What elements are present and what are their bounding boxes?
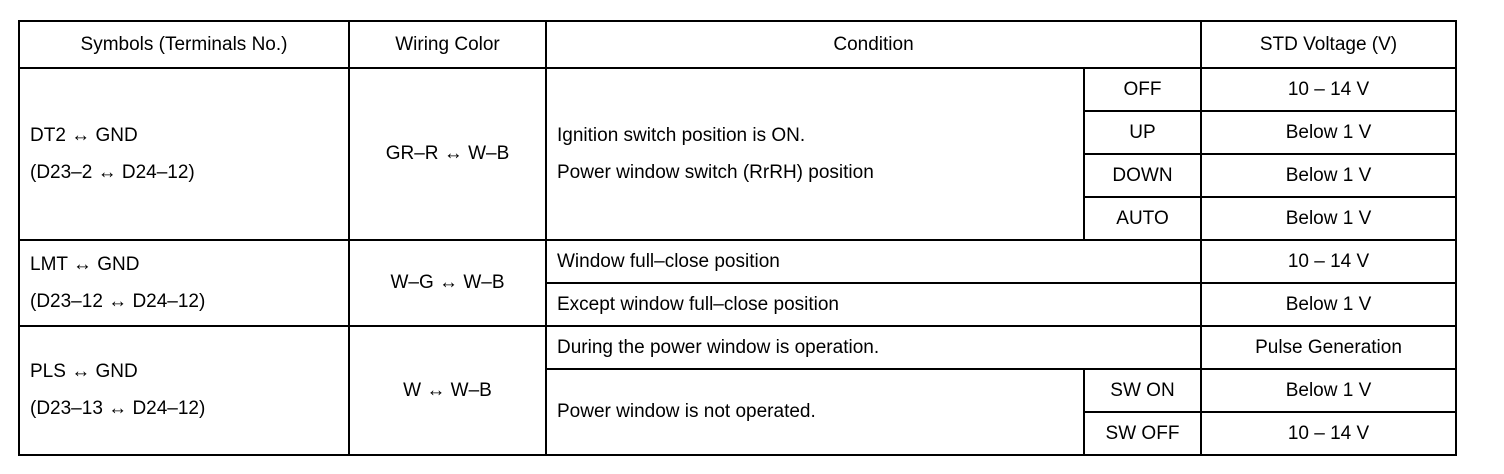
table-row: AUTO Below 1 V — [19, 196, 1457, 241]
voltage-sw-off: 10 – 14 V — [1200, 411, 1457, 456]
sub-condition-up: UP — [1083, 110, 1202, 155]
condition-during-operation: During the power window is operation. — [545, 325, 1202, 370]
table-row: Power window is not operated. SW ON Belo… — [19, 368, 1457, 456]
symbols-cell-lmt: LMT ↔ GND (D23–12 ↔ D24–12) — [18, 239, 350, 327]
sub-condition-down: DOWN — [1083, 153, 1202, 198]
symbol-terminal-pair: PLS ↔ GND — [30, 361, 138, 383]
header-symbols: Symbols (Terminals No.) — [18, 20, 350, 69]
sub-condition-off: OFF — [1083, 67, 1202, 112]
wiring-color-cell-dt2: GR–R ↔ W–B — [348, 67, 547, 241]
table-header-row: Symbols (Terminals No.) Wiring Color Con… — [18, 20, 1457, 69]
table-row: PLS ↔ GND (D23–13 ↔ D24–12) W ↔ W–B Duri… — [18, 325, 1457, 456]
symbol-connector-pair: (D23–12 ↔ D24–12) — [30, 290, 206, 312]
table-row: LMT ↔ GND (D23–12 ↔ D24–12) W–G ↔ W–B Wi… — [18, 239, 1457, 327]
sub-condition-sw-on: SW ON — [1083, 368, 1202, 413]
voltage-down: Below 1 V — [1200, 153, 1457, 198]
table-row: UP Below 1 V — [19, 110, 1457, 155]
header-wiring-color: Wiring Color — [348, 20, 547, 69]
voltage-sw-on: Below 1 V — [1200, 368, 1457, 413]
voltage-window-full-close: 10 – 14 V — [1200, 239, 1457, 284]
table-row: DT2 ↔ GND (D23–2 ↔ D24–12) GR–R ↔ W–B Ig… — [18, 67, 1457, 241]
condition-not-operated: Power window is not operated. — [545, 368, 1085, 456]
voltage-during-operation: Pulse Generation — [1200, 325, 1457, 370]
sub-condition-auto: AUTO — [1083, 196, 1202, 241]
table-row: DOWN Below 1 V — [19, 153, 1457, 198]
voltage-except-window-full-close: Below 1 V — [1200, 282, 1457, 327]
wiring-color-cell-pls: W ↔ W–B — [348, 325, 547, 456]
condition-window-full-close: Window full–close position — [545, 239, 1202, 284]
voltage-off: 10 – 14 V — [1200, 67, 1457, 112]
symbols-cell-pls: PLS ↔ GND (D23–13 ↔ D24–12) — [18, 325, 350, 456]
condition-line-switch-position: Power window switch (RrRH) position — [557, 161, 874, 183]
wiring-color-cell-lmt: W–G ↔ W–B — [348, 239, 547, 327]
condition-line-ignition: Ignition switch position is ON. — [557, 124, 806, 146]
sub-condition-sw-off: SW OFF — [1083, 411, 1202, 456]
symbols-cell-dt2: DT2 ↔ GND (D23–2 ↔ D24–12) — [18, 67, 350, 241]
inspection-spec-table: Symbols (Terminals No.) Wiring Color Con… — [18, 20, 1457, 456]
condition-except-window-full-close: Except window full–close position — [545, 282, 1202, 327]
header-std-voltage: STD Voltage (V) — [1200, 20, 1457, 69]
voltage-up: Below 1 V — [1200, 110, 1457, 155]
table-row: SW OFF 10 – 14 V — [19, 411, 1457, 456]
symbol-connector-pair: (D23–2 ↔ D24–12) — [30, 161, 195, 183]
table-row: Except window full–close position Below … — [19, 282, 1457, 327]
symbol-terminal-pair: DT2 ↔ GND — [30, 124, 138, 146]
voltage-auto: Below 1 V — [1200, 196, 1457, 241]
symbol-terminal-pair: LMT ↔ GND — [30, 253, 140, 275]
header-condition: Condition — [545, 20, 1202, 69]
condition-cell-dt2: Ignition switch position is ON. Power wi… — [545, 67, 1085, 241]
symbol-connector-pair: (D23–13 ↔ D24–12) — [30, 398, 206, 419]
